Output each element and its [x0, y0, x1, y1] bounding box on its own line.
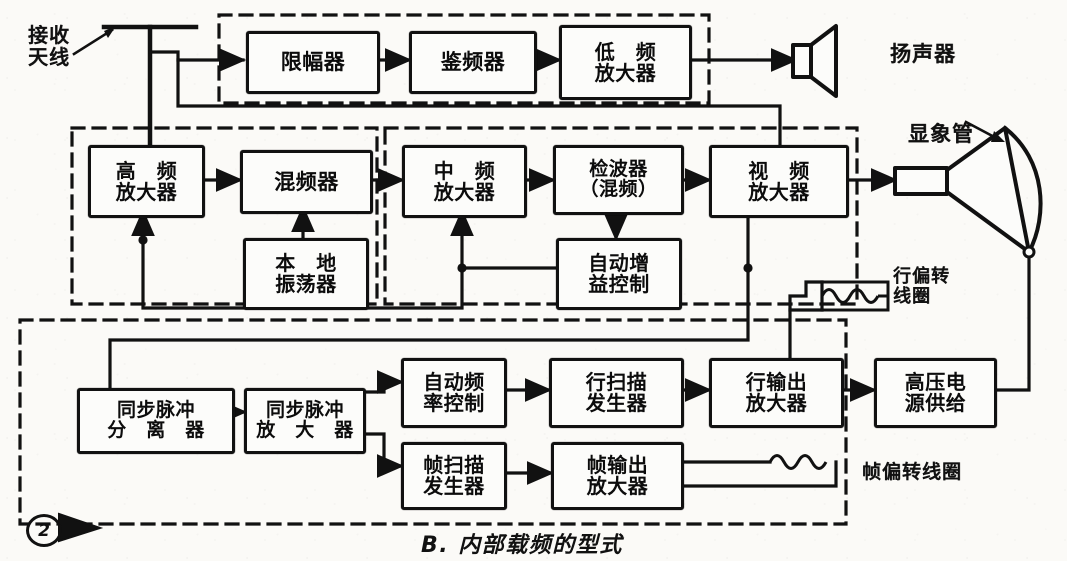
block-h-scan-generator[interactable]: 行扫描 发生器 — [549, 358, 684, 428]
antenna-icon — [101, 24, 199, 153]
block-video-amplifier[interactable]: 视 频 放大器 — [709, 145, 849, 218]
block-hv-power-supply[interactable]: 高压电 源供给 — [874, 358, 997, 428]
label-crt: 显象管 — [908, 122, 974, 146]
block-v-output-amplifier[interactable]: 帧输出 放大器 — [551, 442, 684, 510]
block-audio-amplifier[interactable]: 低 频 放大器 — [559, 25, 692, 100]
wire-videoif-bus-to-limiter — [176, 58, 782, 174]
block-sync-amplifier[interactable]: 同步脉冲 放 大 器 — [244, 388, 366, 454]
diagram-caption: B. 内部载频的型式 — [421, 533, 623, 558]
block-afc-label: 自动频 率控制 — [423, 370, 485, 415]
block-sync-separator[interactable]: 同步脉冲 分 离 器 — [77, 388, 235, 454]
block-sync-amplifier-label: 同步脉冲 放 大 器 — [256, 399, 354, 441]
junction-dot — [775, 55, 785, 65]
junction-dot — [138, 235, 148, 245]
block-rf-amplifier[interactable]: 高 频 放大器 — [88, 145, 205, 218]
label-speaker: 扬声器 — [890, 42, 956, 66]
block-rf-amplifier-label: 高 频 放大器 — [115, 158, 178, 204]
figure-marker-2: 2 — [26, 514, 62, 547]
antenna-leader — [72, 28, 114, 56]
wire-agc-to-ifamp — [450, 208, 558, 270]
dashed-group-sweep — [18, 318, 848, 526]
label-antenna: 接收 天线 — [28, 23, 70, 70]
block-discriminator[interactable]: 鉴频器 — [409, 31, 537, 94]
crt-icon — [893, 125, 1043, 255]
block-video-amplifier-label: 视 频 放大器 — [748, 158, 810, 204]
block-limiter-label: 限幅器 — [280, 50, 346, 75]
block-detector[interactable]: 检波器 （混频） — [553, 145, 684, 215]
block-v-scan-generator-label: 帧扫描 发生器 — [423, 453, 485, 498]
coil-windings-vertical — [768, 454, 828, 470]
block-sync-separator-label: 同步脉冲 分 离 器 — [107, 399, 205, 441]
label-h-deflection-coil: 行偏转 线圈 — [893, 266, 950, 308]
wire-vcoil-return — [676, 460, 838, 488]
wire-syncamp-to-vscan — [358, 432, 405, 478]
wire-hv-to-crt — [989, 250, 1031, 392]
block-hv-power-supply-label: 高压电 源供给 — [904, 370, 967, 415]
block-agc-label: 自动增 益控制 — [588, 251, 650, 296]
block-h-output-amplifier[interactable]: 行输出 放大器 — [709, 358, 844, 428]
block-v-output-amplifier-label: 帧输出 放大器 — [586, 453, 649, 498]
block-h-scan-generator-label: 行扫描 发生器 — [585, 370, 648, 415]
block-limiter[interactable]: 限幅器 — [246, 31, 380, 94]
coil-windings-horizontal — [806, 280, 890, 312]
block-local-oscillator[interactable]: 本 地 振荡器 — [243, 238, 369, 310]
dashed-group-tuner — [70, 126, 379, 306]
wire-antenna-to-limiter — [148, 48, 247, 72]
wire-syncamp-to-afc — [358, 370, 405, 394]
block-v-scan-generator[interactable]: 帧扫描 发生器 — [401, 442, 507, 510]
junction-dot — [743, 263, 753, 273]
block-agc[interactable]: 自动增 益控制 — [556, 238, 682, 310]
pointer-triangle-icon — [58, 512, 104, 543]
block-local-oscillator-label: 本 地 振荡器 — [275, 251, 337, 296]
junction-dot — [457, 263, 467, 273]
wire-videoamp-to-syncsep — [108, 210, 750, 414]
block-mixer[interactable]: 混频器 — [240, 150, 373, 214]
block-if-amplifier[interactable]: 中 频 放大器 — [402, 145, 527, 218]
block-h-output-amplifier-label: 行输出 放大器 — [745, 370, 808, 415]
block-discriminator-label: 鉴频器 — [440, 50, 506, 75]
block-detector-label: 检波器 （混频） — [579, 158, 658, 200]
block-afc[interactable]: 自动频 率控制 — [401, 358, 507, 428]
speaker-icon — [791, 24, 838, 98]
crt-anode-terminal — [1022, 245, 1036, 259]
label-v-deflection-coil: 帧偏转线圈 — [862, 461, 963, 483]
block-audio-amplifier-label: 低 频 放大器 — [594, 39, 657, 85]
block-if-amplifier-label: 中 频 放大器 — [433, 158, 496, 204]
block-mixer-label: 混频器 — [274, 169, 339, 194]
wire-houtamp-to-hcoil — [788, 280, 824, 364]
